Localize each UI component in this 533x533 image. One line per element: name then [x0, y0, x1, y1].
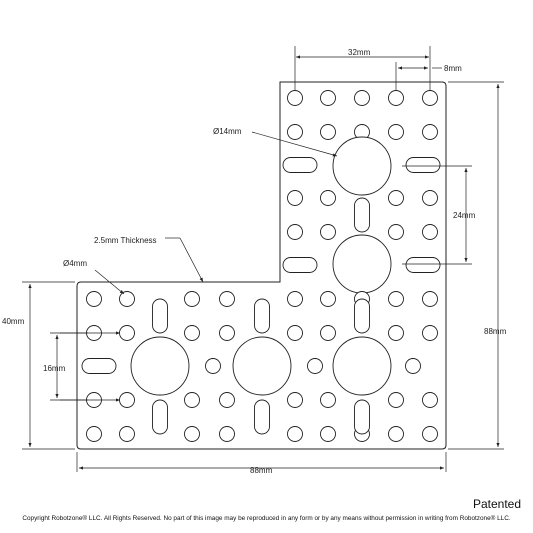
small-hole — [287, 392, 303, 408]
dimension-lines — [22, 46, 504, 472]
small-hole — [320, 392, 336, 408]
small-hole — [119, 291, 135, 307]
plate-drawing: 32mm 8mm Ø14mm 24mm 2.5mm Thickness Ø4mm… — [2, 46, 507, 475]
patented-label: Patented — [472, 497, 521, 511]
small-hole — [86, 291, 102, 307]
small-hole — [354, 90, 370, 106]
small-hole — [219, 426, 235, 442]
slot-horizontal — [81, 358, 117, 374]
small-hole — [287, 426, 303, 442]
leader-thickness — [179, 237, 204, 283]
small-hole — [184, 392, 200, 408]
small-hole — [184, 426, 200, 442]
small-hole — [422, 224, 438, 240]
large-hub-hole — [130, 336, 190, 396]
slot-horizontal — [405, 257, 441, 273]
small-hole — [287, 325, 303, 341]
small-hole — [119, 392, 135, 408]
leader-small-hole — [94, 269, 125, 295]
small-hole — [320, 291, 336, 307]
dim-hole-pitch-label: 8mm — [444, 64, 462, 73]
dim-hub-spacing-label: 24mm — [453, 211, 476, 220]
small-hole — [320, 124, 336, 140]
slot-vertical — [354, 399, 370, 435]
dim-top-spacing-label: 32mm — [348, 48, 371, 57]
slot-vertical — [152, 399, 168, 435]
dim-small-hole-label: Ø4mm — [63, 259, 87, 268]
dim-overall-height-label: 88mm — [484, 327, 507, 336]
small-hole — [388, 291, 404, 307]
slot-horizontal — [405, 157, 441, 173]
small-hole — [422, 392, 438, 408]
small-hole — [205, 358, 221, 374]
slot-vertical — [254, 298, 270, 334]
small-hole — [287, 291, 303, 307]
small-hole — [388, 190, 404, 206]
large-hub-hole — [332, 234, 392, 294]
large-hub-hole — [332, 136, 392, 196]
small-hole — [119, 426, 135, 442]
leader-large-hole — [251, 131, 338, 157]
small-hole — [287, 190, 303, 206]
small-hole — [388, 426, 404, 442]
small-hole — [287, 124, 303, 140]
small-hole — [405, 358, 421, 374]
hole-pattern — [81, 90, 441, 442]
small-hole — [388, 124, 404, 140]
large-hub-hole — [232, 336, 292, 396]
slot-vertical — [354, 197, 370, 233]
dim-thickness-label: 2.5mm Thickness — [94, 236, 157, 245]
dim-arm-width-label: 40mm — [2, 317, 25, 326]
small-hole — [219, 392, 235, 408]
small-hole — [320, 90, 336, 106]
small-hole — [422, 426, 438, 442]
small-hole — [219, 291, 235, 307]
small-hole — [422, 190, 438, 206]
small-hole — [388, 325, 404, 341]
small-hole — [184, 325, 200, 341]
small-hole — [320, 190, 336, 206]
small-hole — [219, 325, 235, 341]
small-hole — [422, 124, 438, 140]
small-hole — [320, 224, 336, 240]
dim-overall-width-label: 88mm — [250, 466, 273, 475]
small-hole — [287, 90, 303, 106]
small-hole — [86, 426, 102, 442]
small-hole — [320, 325, 336, 341]
slot-horizontal — [282, 157, 318, 173]
small-hole — [119, 325, 135, 341]
small-hole — [307, 358, 323, 374]
dim-large-hole-label: Ø14mm — [213, 127, 242, 136]
small-hole — [184, 291, 200, 307]
slot-horizontal — [282, 257, 318, 273]
copyright-notice: Copyright Robotzone® LLC. All Rights Res… — [22, 515, 511, 522]
small-hole — [287, 224, 303, 240]
small-hole — [422, 325, 438, 341]
large-hub-hole — [332, 336, 392, 396]
small-hole — [388, 392, 404, 408]
small-hole — [388, 224, 404, 240]
dim-row-spacing-label: 16mm — [43, 364, 66, 373]
small-hole — [422, 90, 438, 106]
small-hole — [422, 291, 438, 307]
small-hole — [320, 426, 336, 442]
slot-vertical — [152, 298, 168, 334]
small-hole — [388, 90, 404, 106]
slot-vertical — [354, 298, 370, 334]
slot-vertical — [254, 399, 270, 435]
